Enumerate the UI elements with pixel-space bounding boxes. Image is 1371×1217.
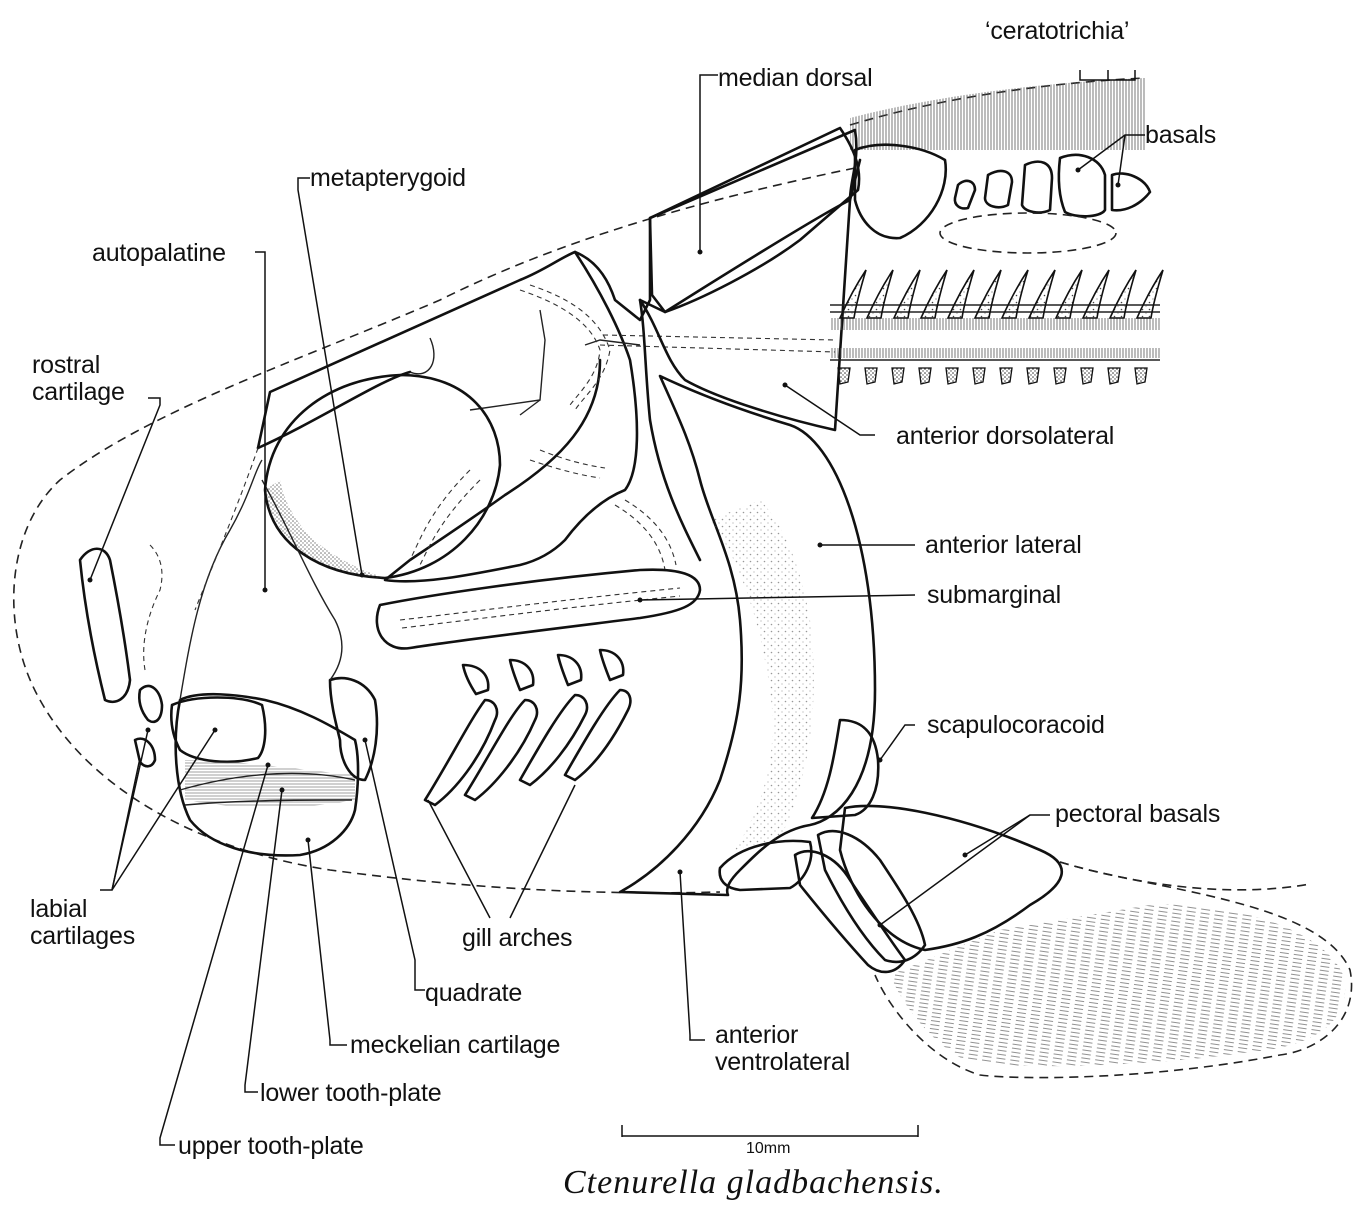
denticle-row-lower: [830, 348, 1160, 361]
anterior-lateral-plate: [618, 374, 877, 897]
label-quadrate: quadrate: [425, 979, 523, 1007]
scale: [1053, 367, 1067, 385]
leader-lines: [87, 70, 1145, 1146]
head-outline: [12, 167, 856, 894]
label-labial-cartilages: labial cartilages: [30, 895, 135, 950]
denticle: [1108, 269, 1137, 319]
denticle: [1135, 269, 1164, 319]
label-lower-tooth-plate: lower tooth-plate: [260, 1079, 442, 1107]
median-dorsal-plate: [648, 126, 861, 314]
scale: [972, 367, 986, 385]
label-metapterygoid: metapterygoid: [310, 164, 466, 192]
scale: [891, 367, 905, 385]
anterior-dorsolateral-plate: [638, 198, 852, 432]
label-gill-arches: gill arches: [462, 924, 573, 952]
scale: [918, 367, 932, 385]
label-anterior-ventrolateral: anterior ventrolateral: [715, 1021, 850, 1076]
denticle: [1027, 269, 1056, 319]
denticle: [838, 269, 867, 319]
label-ceratotrichia: ‘ceratotrichia’: [985, 17, 1130, 45]
scale: [864, 367, 878, 385]
label-basals: basals: [1145, 121, 1217, 149]
basal-large: [1057, 153, 1107, 218]
scale-bar-label: 10mm: [746, 1140, 791, 1157]
label-rostral-cartilage: rostral cartilage: [32, 351, 125, 406]
denticle: [946, 269, 975, 319]
mandible: [174, 692, 360, 857]
label-submarginal: submarginal: [927, 581, 1061, 609]
pectoral-basal-3: [793, 849, 907, 974]
denticle: [919, 269, 948, 319]
label-autopalatine: autopalatine: [92, 239, 226, 267]
denticle-row-upper: [830, 304, 1160, 330]
scale: [837, 367, 851, 385]
denticle: [973, 269, 1002, 319]
submarginal-plate: [375, 568, 702, 650]
upper-tooth-plate: [169, 696, 267, 763]
label-median-dorsal: median dorsal: [718, 64, 873, 92]
label-upper-tooth-plate: upper tooth-plate: [178, 1132, 364, 1160]
scale: [999, 367, 1013, 385]
denticle: [1081, 269, 1110, 319]
scale: [1107, 367, 1121, 385]
denticle: [865, 269, 894, 319]
denticle: [892, 269, 921, 319]
figure-caption: Ctenurella gladbachensis.: [563, 1164, 944, 1201]
orbit: [263, 373, 502, 580]
label-anterior-dorsolateral: anterior dorsolateral: [896, 422, 1115, 450]
rostral-cartilage-shape: [78, 547, 132, 704]
label-pectoral-basals: pectoral basals: [1055, 800, 1221, 828]
label-anterior-lateral: anterior lateral: [925, 531, 1082, 559]
scale: [1026, 367, 1040, 385]
scale: [945, 367, 959, 385]
denticle: [1000, 269, 1029, 319]
scale-bar: [621, 1125, 919, 1137]
label-meckelian-cartilage: meckelian cartilage: [350, 1031, 561, 1059]
pectoral-basal-2: [816, 829, 927, 964]
gill-arches-group: [423, 648, 632, 807]
denticle: [1054, 269, 1083, 319]
skull-roof: [256, 128, 862, 450]
scale: [1080, 367, 1094, 385]
label-scapulocoracoid: scapulocoracoid: [927, 711, 1105, 739]
scale: [1134, 367, 1148, 385]
